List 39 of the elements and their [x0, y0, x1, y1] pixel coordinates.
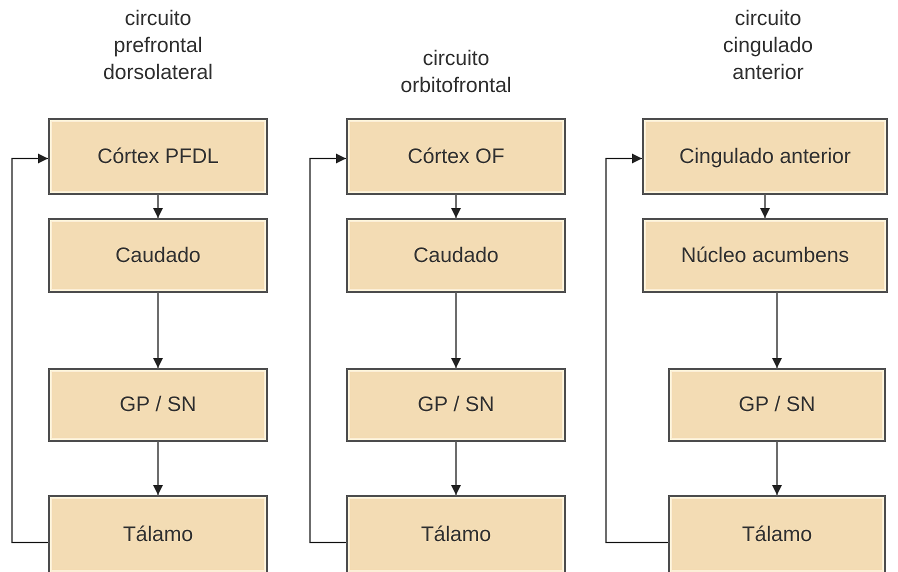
process-box: [48, 495, 268, 572]
process-box: [642, 218, 888, 293]
process-box: [668, 368, 886, 442]
process-box: [48, 218, 268, 293]
box-label: Córtex OF: [408, 144, 504, 168]
box-label: GP / SN: [120, 393, 196, 417]
box-label: Caudado: [115, 244, 201, 268]
arrow: [605, 154, 668, 544]
circuit-heading: circuito prefrontal dorsolateral: [102, 6, 214, 86]
process-box: [346, 495, 566, 572]
process-box: [668, 495, 886, 572]
box-label: Núcleo acumbens: [680, 244, 850, 268]
box-label: GP / SN: [738, 393, 816, 417]
arrow: [153, 293, 163, 368]
process-box: [48, 118, 268, 195]
arrow: [153, 195, 163, 218]
arrow: [451, 293, 461, 368]
arrow: [451, 195, 461, 218]
process-box: [346, 368, 566, 442]
box-label: Tálamo: [742, 522, 812, 546]
box-label: Tálamo: [122, 522, 194, 546]
box-label: Córtex PFDL: [97, 144, 219, 168]
process-box: [48, 368, 268, 442]
box-label: Tálamo: [420, 522, 492, 546]
arrow: [153, 442, 163, 495]
process-box: [346, 118, 566, 195]
arrow: [772, 442, 782, 495]
box-label: GP / SN: [418, 393, 494, 417]
box-label: Caudado: [413, 244, 499, 268]
arrow: [11, 154, 48, 544]
circuit-heading: circuito orbitofrontal: [400, 46, 512, 99]
arrow: [760, 195, 770, 218]
box-label: Cingulado anterior: [679, 144, 851, 168]
arrow: [451, 442, 461, 495]
process-box: [642, 118, 888, 195]
circuit-heading: circuito cingulado anterior: [722, 6, 814, 86]
arrow: [309, 154, 346, 544]
arrow: [772, 293, 782, 368]
process-box: [346, 218, 566, 293]
